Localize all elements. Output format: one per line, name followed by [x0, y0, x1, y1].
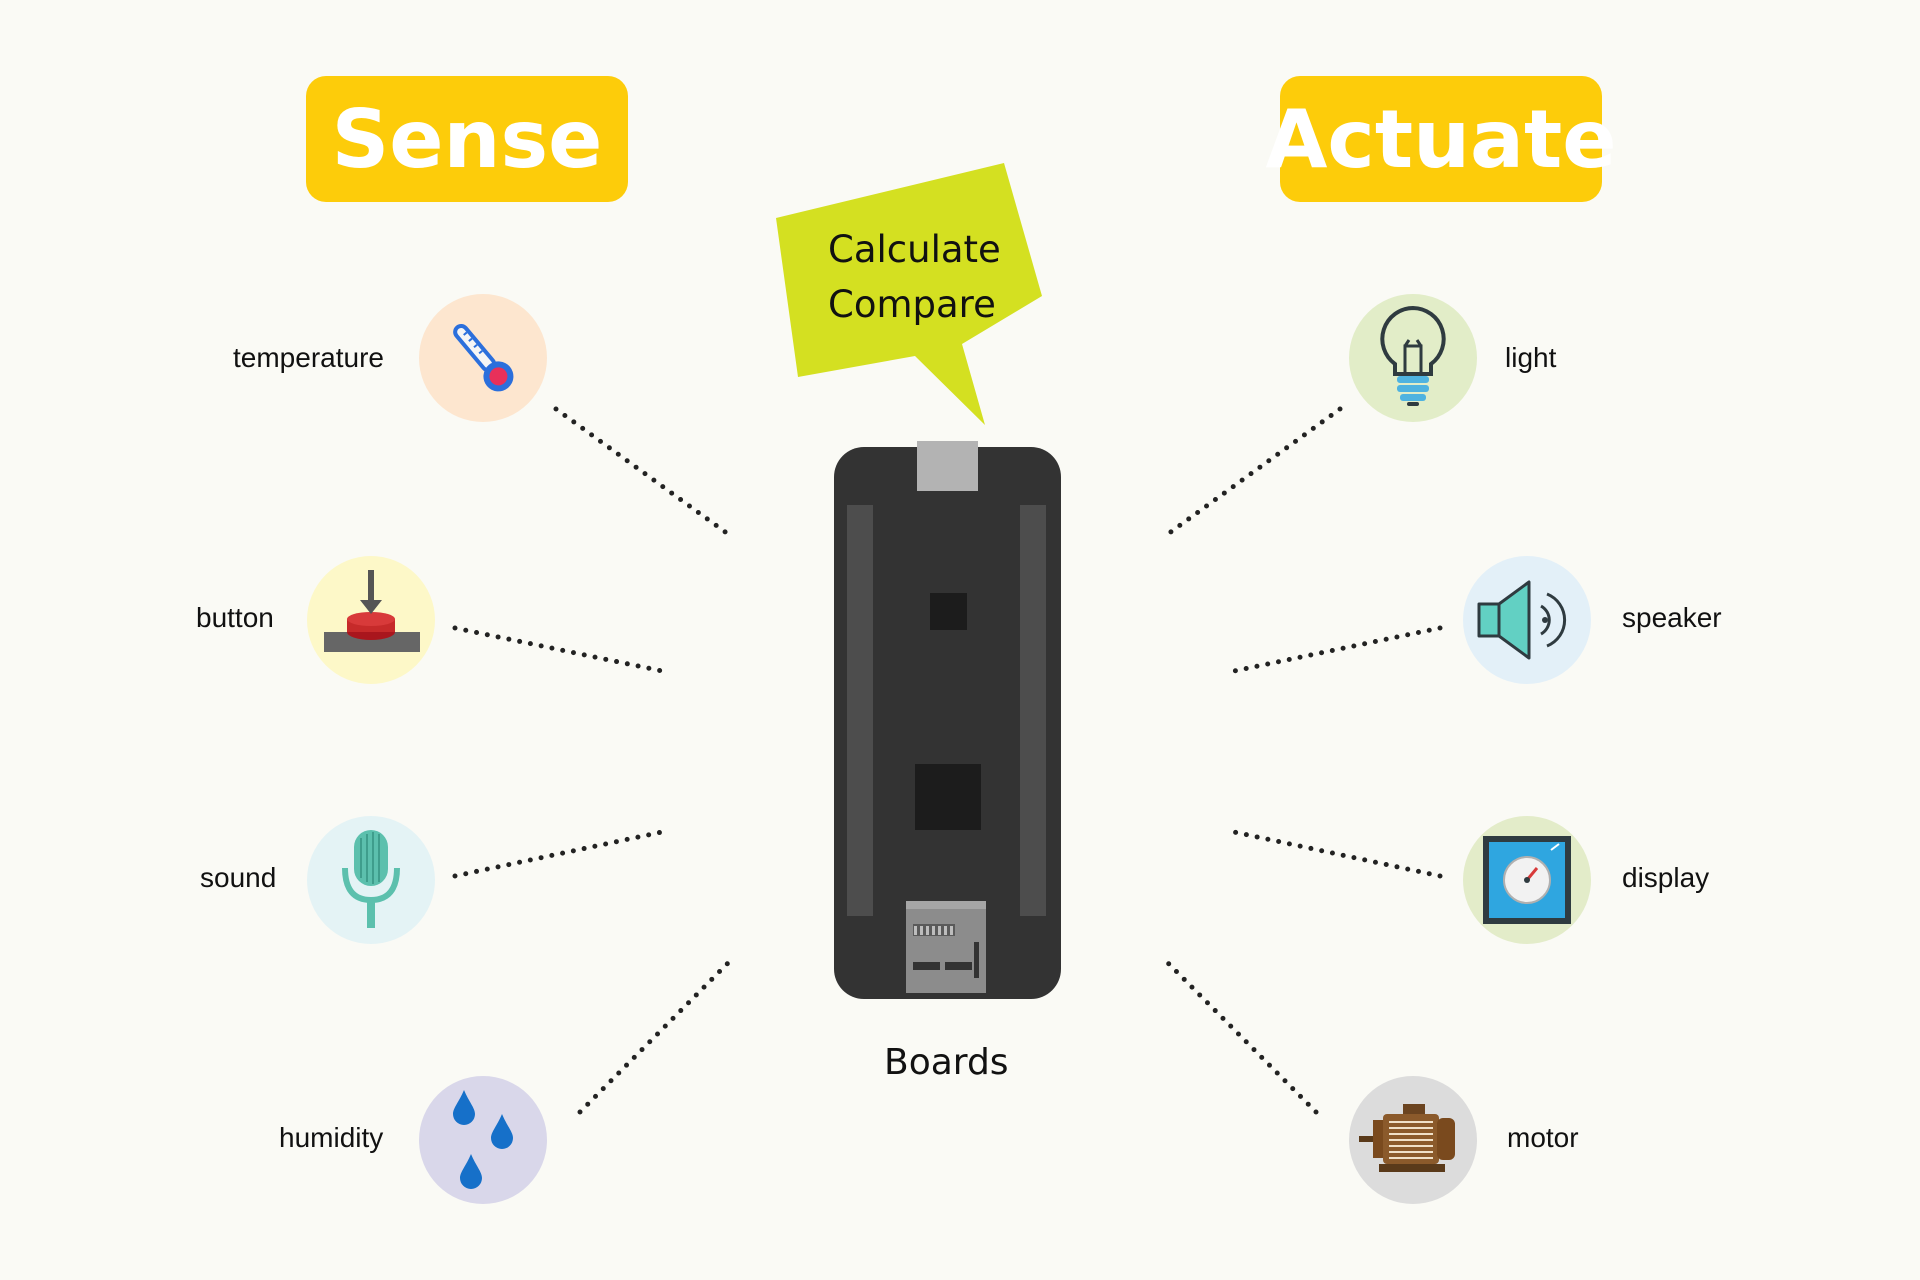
connector-button [452, 625, 665, 674]
connector-display [1231, 829, 1443, 879]
button-label: button [196, 602, 274, 633]
humidity-label: humidity [279, 1122, 384, 1153]
pin-header-right [1020, 505, 1046, 916]
speaker-icon-circle [1463, 556, 1591, 684]
main-chip [915, 764, 981, 830]
water-drops-icon [453, 1090, 513, 1189]
temperature-label: temperature [233, 342, 384, 373]
sense-header: Sense [306, 76, 628, 202]
motor-label: motor [1507, 1122, 1579, 1153]
light-bulb-icon [1380, 305, 1446, 406]
connector-humidity [577, 959, 732, 1115]
bubble-line-compare: Compare [828, 283, 996, 326]
speaker-label: speaker [1622, 602, 1722, 633]
display-gauge-icon [1483, 836, 1571, 924]
sound-label: sound [200, 862, 277, 893]
thermometer-icon [453, 323, 514, 392]
boards-label: Boards [884, 1042, 1009, 1083]
motor-icon [1359, 1104, 1455, 1172]
button-icon-circle [307, 556, 435, 684]
display-label: display [1622, 862, 1710, 893]
light-label: light [1505, 342, 1557, 373]
usb-connector [917, 441, 978, 491]
light-icon-circle [1349, 294, 1477, 422]
sd-card-slot [906, 901, 986, 993]
humidity-icon-circle [419, 1076, 547, 1204]
microphone-icon [342, 830, 400, 928]
sense-header-text: Sense [331, 92, 603, 186]
pin-header-left [847, 505, 873, 916]
motor-icon-circle [1349, 1076, 1477, 1204]
bubble-text: Calculate Compare [828, 222, 1001, 332]
actuate-header: Actuate [1266, 76, 1617, 202]
board-body [834, 447, 1061, 999]
connector-temperature [553, 406, 731, 537]
connector-motor [1164, 959, 1319, 1115]
bubble-line-calculate: Calculate [828, 228, 1001, 271]
sound-icon-circle [307, 816, 435, 944]
push-button-icon [324, 570, 420, 652]
small-chip [930, 593, 967, 630]
connector-speaker [1231, 625, 1443, 674]
actuate-header-text: Actuate [1265, 92, 1617, 186]
temperature-icon-circle [419, 294, 547, 422]
speaker-icon [1477, 580, 1567, 660]
display-icon-circle [1463, 816, 1591, 944]
connector-light [1165, 406, 1343, 537]
connector-sound [452, 829, 665, 879]
